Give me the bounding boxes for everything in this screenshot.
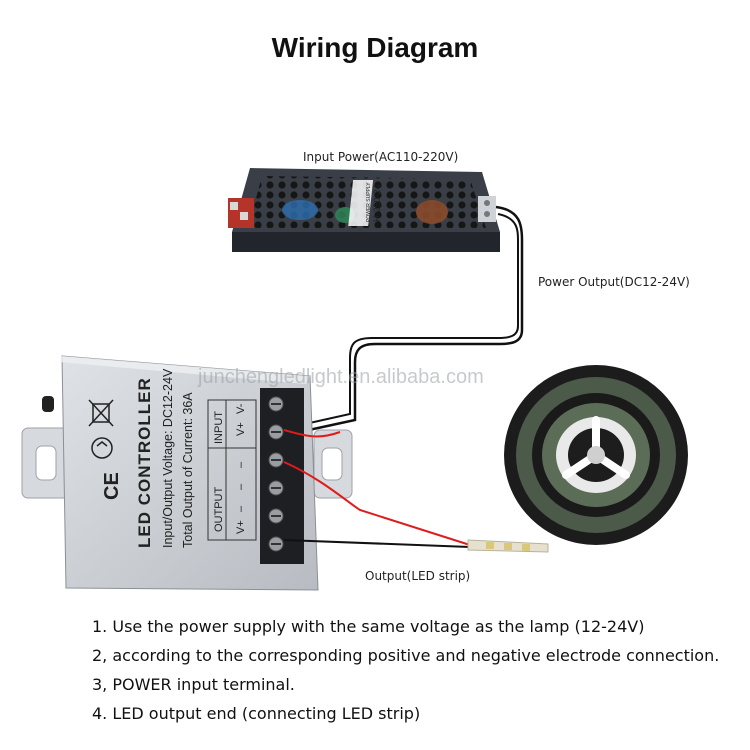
output-label: OUTPUT — [213, 487, 225, 533]
weee-bin-icon — [88, 399, 114, 427]
output-terminal-3: – — [235, 505, 247, 512]
led-strip-reel — [504, 365, 688, 545]
note-3: 3, POWER input terminal. — [92, 675, 295, 694]
terminal-label-table: INPUT OUTPUT V- V+ – – – V+ — [207, 399, 257, 541]
power-supply: H-250-24 POWER SUPPLY — [228, 168, 500, 252]
dc-power-wire — [294, 205, 524, 435]
diagram-title: Wiring Diagram — [271, 32, 479, 63]
dc-power-wire-2 — [295, 213, 519, 427]
power-output-label: Power Output(DC12-24V) — [538, 275, 690, 289]
output-terminal-2: – — [235, 483, 247, 490]
controller-current: Total Output of Current: 36A — [181, 392, 195, 548]
output-terminal-1: – — [235, 461, 247, 468]
controller-voltage: Input/Output Voltage: DC12-24V — [161, 368, 175, 548]
input-terminal-vminus: V- — [235, 403, 247, 414]
output-led-strip-label: Output(LED strip) — [365, 569, 470, 583]
recycle-icon — [91, 437, 113, 459]
input-positive-wire — [283, 429, 341, 438]
screw-terminal-block — [260, 388, 304, 564]
note-1: 1. Use the power supply with the same vo… — [92, 617, 645, 636]
output-positive-wire — [283, 461, 471, 546]
note-4: 4. LED output end (connecting LED strip) — [92, 704, 421, 723]
controller-name: LED CONTROLLER — [135, 377, 154, 548]
psu-model-label: H-250-24 — [372, 184, 382, 222]
instruction-notes: 1. Use the power supply with the same vo… — [92, 612, 742, 728]
psu-input-terminal — [228, 198, 254, 228]
ce-mark: CE — [101, 472, 123, 500]
watermark-text: junchengledlight.en.alibaba.com — [197, 366, 484, 388]
input-power-label: Input Power(AC110-220V) — [303, 150, 458, 164]
led-strip-end — [467, 539, 549, 553]
input-label: INPUT — [213, 411, 225, 444]
input-terminal-vplus: V+ — [235, 422, 247, 436]
psu-brand-label: POWER SUPPLY — [366, 182, 372, 222]
led-controller: LED CONTROLLER Input/Output Voltage: DC1… — [21, 355, 353, 591]
psu-output-terminal — [478, 196, 496, 222]
note-2: 2, according to the corresponding positi… — [92, 646, 720, 665]
output-negative-wire — [283, 539, 471, 548]
output-terminal-vplus: V+ — [235, 520, 247, 534]
